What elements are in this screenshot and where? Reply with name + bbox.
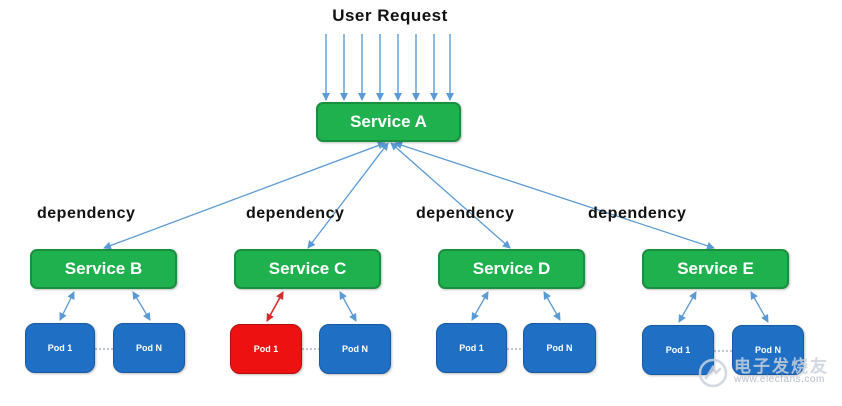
dep-arrow-d [390,142,511,249]
pod-arrow-bn [132,291,151,321]
dependency-label-e: dependency [588,205,687,222]
dependency-label-b: dependency [37,205,136,222]
elecfans-watermark: 电子发烧友 www.elecfans.com [698,358,829,388]
service-b-pod-1: Pod 1 [25,323,95,373]
user-request-arrows [322,34,454,101]
pod-arrow-b1 [59,291,75,321]
service-e-pod-n: Pod N [732,325,804,375]
dependency-label-d: dependency [416,205,515,222]
service-b-pod-n: Pod N [113,323,185,373]
pod-arrow-cn [339,291,357,322]
elecfans-logo-icon [698,358,728,388]
service-d-pod-n: Pod N [523,323,596,373]
pod-arrow-en [750,291,769,323]
dep-arrow-b [103,141,386,250]
dep-arrow-e [394,141,715,250]
dep-arrow-c [307,142,389,249]
pod-arrow-e1 [678,291,697,323]
pod-arrow-d1 [471,291,489,321]
service-e-node: Service E [642,249,789,289]
service-d-node: Service D [438,249,585,289]
watermark-text-cn: 电子发烧友 [734,357,829,376]
pod-arrows [59,291,769,352]
user-request-title: User Request [332,6,448,25]
dependency-label-c: dependency [246,205,345,222]
service-c-node: Service C [234,249,381,289]
pod-arrow-c1 [266,291,284,322]
service-c-pod-n: Pod N [319,324,391,374]
service-c-pod-1-failed: Pod 1 [230,324,302,374]
service-b-node: Service B [30,249,177,289]
watermark-text-en: www.elecfans.com [734,374,825,385]
service-d-pod-1: Pod 1 [436,323,507,373]
service-a-node: Service A [316,102,461,142]
dependency-arrows [103,141,715,250]
pod-arrow-dn [543,291,561,321]
